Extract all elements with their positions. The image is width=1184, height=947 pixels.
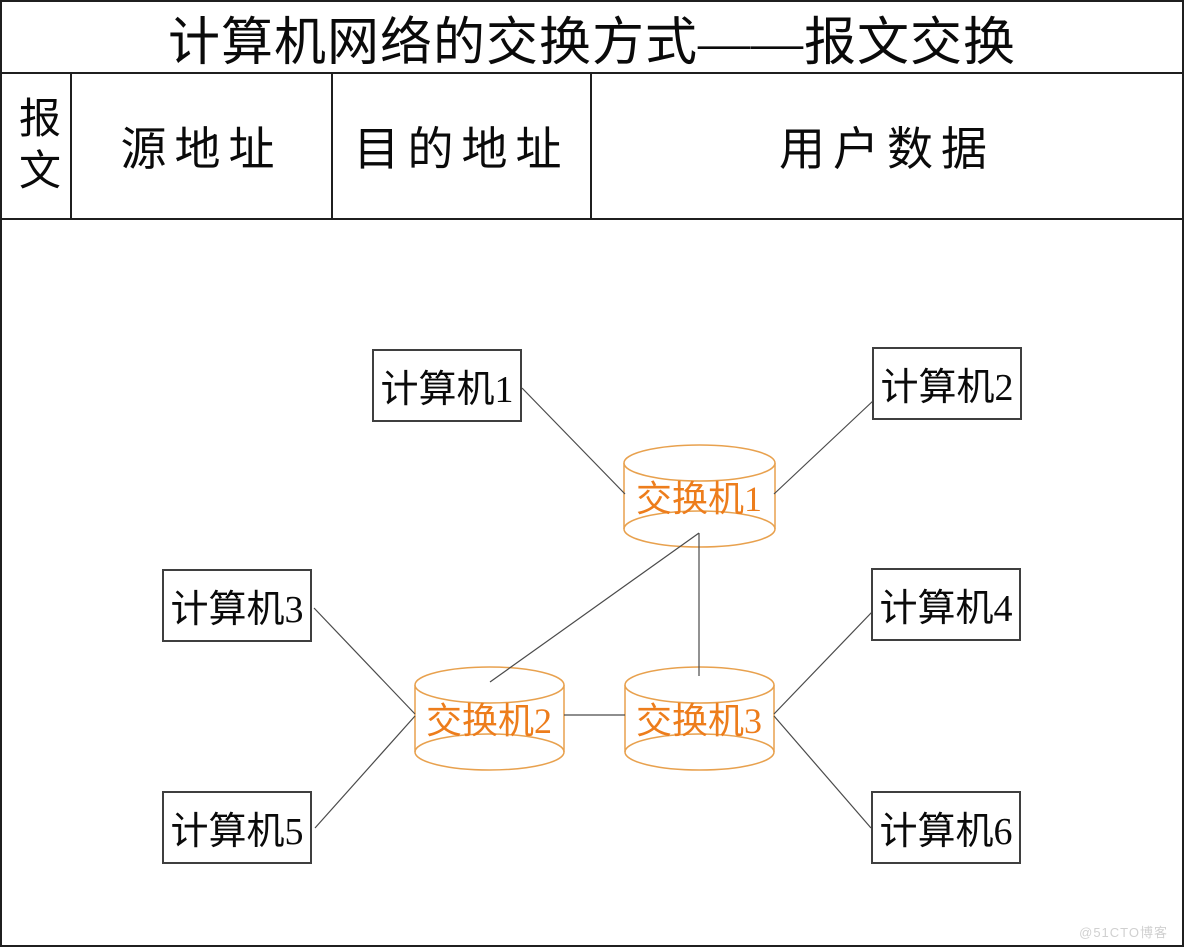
table-cell-message: 报文 bbox=[2, 74, 72, 218]
table-cell-source-address: 源地址 bbox=[72, 74, 333, 218]
table-header-row: 报文 源地址 目的地址 用户数据 bbox=[2, 74, 1182, 220]
switch1-cylinder-icon bbox=[623, 444, 776, 548]
link-computer2-switch1 bbox=[773, 399, 875, 495]
switch2-label: 交换机2 bbox=[425, 701, 552, 741]
computer4-label: 计算机4 bbox=[879, 588, 1013, 630]
computer5-label: 计算机5 bbox=[170, 811, 304, 853]
watermark: @51CTO博客 bbox=[1079, 925, 1168, 940]
computer1-node: 计算机1 bbox=[372, 349, 522, 422]
link-computer6-switch3 bbox=[773, 715, 872, 829]
link-computer5-switch2 bbox=[314, 715, 416, 829]
link-switch1-switch2 bbox=[489, 532, 700, 683]
link-computer1-switch1 bbox=[521, 387, 626, 495]
computer4-node: 计算机4 bbox=[871, 568, 1021, 641]
computer6-node: 计算机6 bbox=[871, 791, 1021, 864]
computer1-label: 计算机1 bbox=[380, 369, 514, 411]
table-cell-user-data: 用户数据 bbox=[779, 124, 995, 175]
switch3-label: 交换机3 bbox=[635, 701, 762, 741]
computer5-node: 计算机5 bbox=[162, 791, 312, 864]
computer3-node: 计算机3 bbox=[162, 569, 312, 642]
computer3-label: 计算机3 bbox=[170, 589, 304, 631]
switch3-cylinder-icon bbox=[624, 666, 775, 771]
computer2-label: 计算机2 bbox=[880, 367, 1014, 409]
switch2-cylinder-icon bbox=[414, 666, 565, 771]
page-title: 计算机网络的交换方式——报文交换 bbox=[167, 14, 1016, 72]
table-cell-destination-address: 目的地址 bbox=[333, 74, 592, 218]
computer2-node: 计算机2 bbox=[872, 347, 1022, 420]
link-computer4-switch3 bbox=[773, 611, 873, 715]
switch1-label: 交换机1 bbox=[635, 479, 762, 519]
link-computer3-switch2 bbox=[313, 607, 416, 715]
computer6-label: 计算机6 bbox=[879, 811, 1013, 853]
table-title-row: 计算机网络的交换方式——报文交换 bbox=[2, 2, 1182, 74]
